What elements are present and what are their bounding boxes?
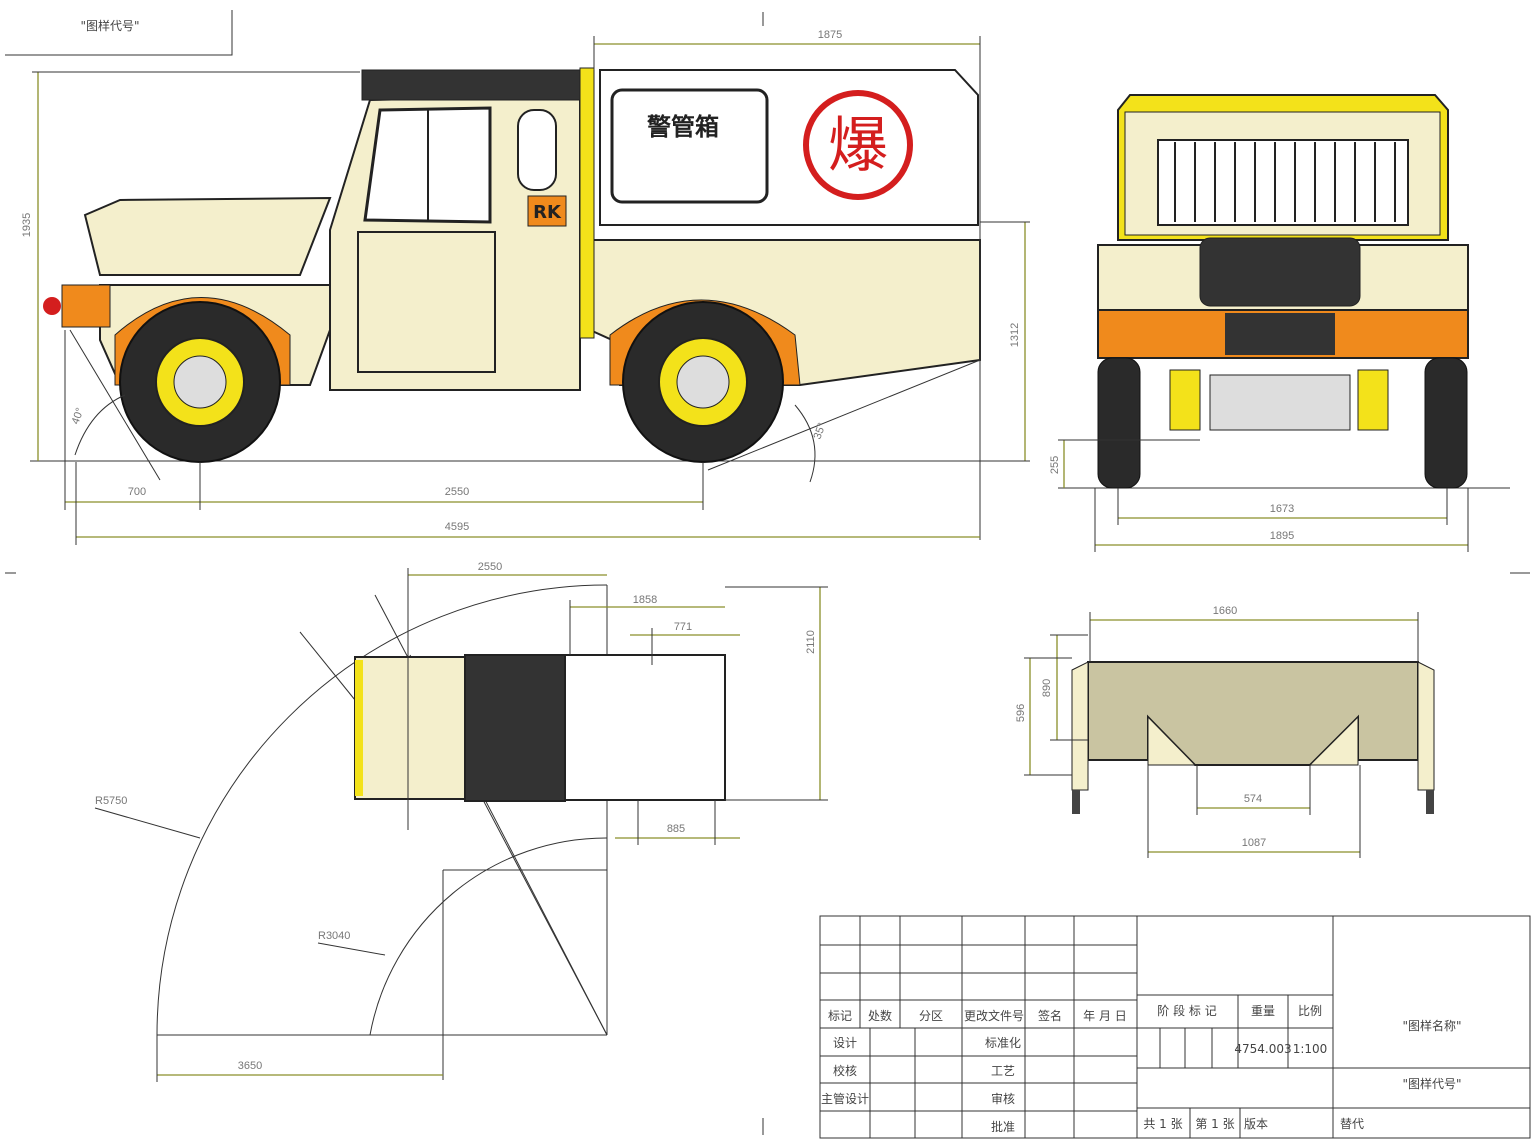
top-vehicle-cab	[464, 654, 566, 802]
dim-top-771: 771	[674, 621, 692, 633]
corner-tag: "图样代号"	[5, 10, 233, 56]
tb-header-change-doc: 更改文件号	[964, 1008, 1024, 1023]
dim-height-total: 1935	[21, 213, 33, 237]
dim-top-2110: 2110	[805, 630, 817, 654]
tb-row-chief: 主管设计	[821, 1091, 869, 1106]
front-grille	[1199, 237, 1361, 307]
tb-sheet-number: 第 1 张	[1195, 1117, 1234, 1131]
explosive-symbol: 爆	[828, 111, 888, 181]
side-cab-roof	[361, 69, 581, 101]
tb-drawing-name: "图样名称"	[1402, 1018, 1461, 1033]
dim-section-1660: 1660	[1213, 605, 1237, 617]
top-vehicle-box	[564, 654, 726, 801]
tb-weight-label: 重量	[1251, 1004, 1275, 1018]
side-box-label: 警管箱	[646, 113, 719, 141]
top-vehicle-front	[354, 656, 466, 800]
dim-section-596: 596	[1015, 704, 1027, 722]
tb-row-check: 校核	[833, 1063, 857, 1078]
dim-radius-inner: R3040	[318, 930, 350, 942]
dim-front-overhang: 700	[128, 486, 146, 498]
side-badge: RK	[533, 202, 562, 223]
tb-row-review: 审核	[991, 1091, 1015, 1106]
front-view: 255 1673 1895	[1049, 94, 1510, 552]
dim-radius-outer: R5750	[95, 795, 127, 807]
side-hood	[83, 196, 332, 276]
side-front-wheel	[119, 301, 281, 463]
dim-section-890: 890	[1041, 679, 1053, 697]
tb-row-standard: 标准化	[985, 1036, 1021, 1050]
side-rear-wheel	[622, 301, 784, 463]
dim-section-574: 574	[1244, 793, 1262, 805]
tb-header-count: 处数	[868, 1008, 892, 1023]
dim-width-total: 1895	[1270, 530, 1294, 542]
tb-header-zone: 分区	[919, 1009, 943, 1023]
tb-scale-value: 1:100	[1293, 1042, 1328, 1056]
top-view: 2550 1858 771 2110 885 R5750 R3040 3650	[94, 561, 828, 1082]
dim-departure-angle: 35°	[812, 421, 829, 441]
dim-track: 1673	[1270, 503, 1294, 515]
tb-replaces: 替代	[1340, 1117, 1364, 1131]
tb-row-process: 工艺	[991, 1064, 1015, 1078]
dim-length-total: 4595	[445, 521, 469, 533]
tb-header-mark: 标记	[828, 1009, 852, 1023]
dim-top-1858: 1858	[633, 594, 657, 606]
tb-drawing-code: "图样代号"	[1402, 1076, 1461, 1091]
corner-tag-text: "图样代号"	[80, 18, 139, 33]
tb-version: 版本	[1244, 1117, 1268, 1131]
tb-header-signature: 签名	[1038, 1008, 1062, 1023]
tb-stage-mark: 阶 段 标 记	[1157, 1003, 1216, 1018]
side-view: RK 警管箱 爆 1935 1875	[21, 29, 1030, 545]
tb-header-date: 年 月 日	[1083, 1009, 1127, 1023]
section-view: 1660 890 596 574 1087	[1015, 605, 1435, 858]
dim-wheelbase: 2550	[445, 486, 469, 498]
dim-box-length: 1875	[818, 29, 842, 41]
tb-weight-value: 4754.003	[1234, 1042, 1291, 1056]
tb-row-approve: 批准	[991, 1119, 1015, 1134]
tb-sheets-total: 共 1 张	[1143, 1117, 1182, 1131]
tb-scale-label: 比例	[1298, 1004, 1322, 1018]
dim-approach-angle: 40°	[70, 406, 87, 426]
dim-top-2550: 2550	[478, 561, 502, 573]
section-box	[1087, 661, 1419, 766]
dim-top-3650: 3650	[238, 1060, 262, 1072]
dim-box-height: 1312	[1009, 323, 1021, 347]
dim-section-1087: 1087	[1242, 837, 1266, 849]
dim-ground-clearance: 255	[1049, 456, 1061, 474]
title-block: 标记 处数 分区 更改文件号 签名 年 月 日 设计 标准化 校核 工艺 主管设…	[819, 915, 1531, 1139]
tb-row-design: 设计	[833, 1036, 857, 1050]
dim-top-885: 885	[667, 823, 685, 835]
